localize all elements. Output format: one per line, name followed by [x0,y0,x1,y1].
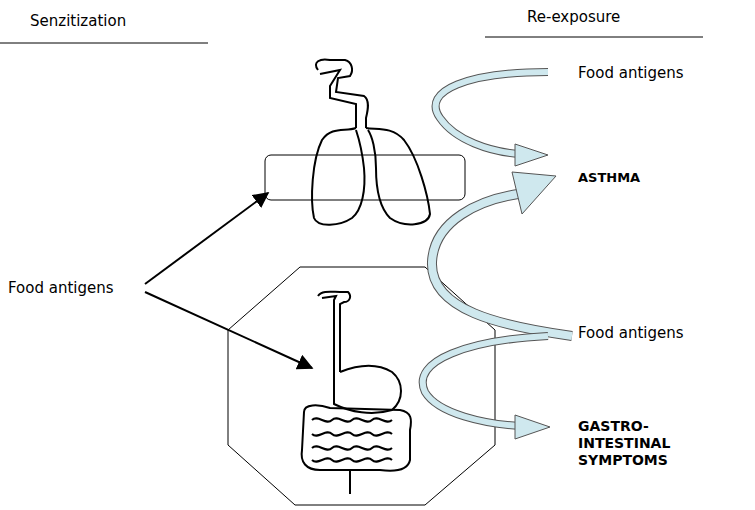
outcome-label: GASTRO- INTESTINAL SYMPTOMS [578,418,718,468]
sensitization-arrow [145,193,268,284]
gut-drawing [302,292,411,494]
antigen-label: Food antigens [8,279,114,297]
column-heading: Re-exposure [527,8,620,26]
reexposure-arrow [432,172,572,336]
sensitization-arrow [145,292,312,368]
antigen-label: Food antigens [578,324,684,342]
reexposure-arrow [423,336,550,439]
header-rule [485,37,703,38]
outcome-label: ASTHMA [578,170,640,186]
reexposure-arrow [436,72,548,166]
column-heading: Senzitization [30,12,126,30]
lung-frame [265,155,465,200]
antigen-label: Food antigens [578,64,684,82]
header-rule [0,43,208,44]
